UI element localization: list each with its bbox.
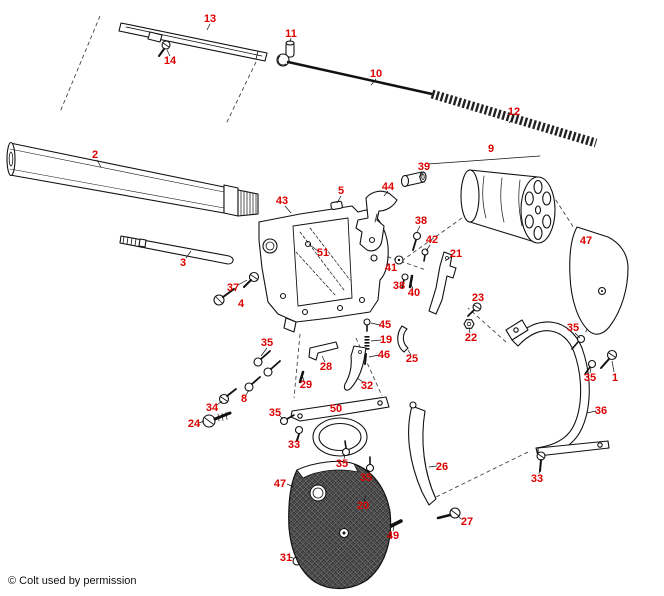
part-33-screw-butt — [536, 451, 546, 472]
part-13-ejector-housing — [118, 22, 268, 62]
part-45-screw — [363, 318, 371, 332]
part-42-pin — [421, 248, 429, 262]
part-9-cylinder — [427, 155, 556, 244]
part-35-screw-strap-mid — [584, 359, 597, 375]
part-41-roller — [394, 255, 404, 265]
part-37-screw — [243, 271, 260, 288]
part-26-mainspring — [408, 401, 437, 506]
part-21-hand — [428, 251, 457, 315]
part-35-screw-bottom — [365, 456, 375, 473]
part-46-pin — [364, 353, 367, 365]
part-29-pin — [298, 370, 305, 384]
copyright-text: © Colt used by permission — [8, 575, 137, 587]
part-35-screw-guard-front — [279, 414, 295, 426]
part-1-screw — [600, 349, 618, 369]
part-47-grip-panel — [569, 226, 629, 335]
part-25-sear — [397, 325, 409, 353]
part-14-screw — [158, 40, 171, 57]
part-32-trigger — [343, 345, 367, 391]
part-38b-screw — [401, 273, 409, 289]
part-4-screw — [213, 288, 235, 306]
part-11-clip — [285, 40, 295, 58]
part-10-ejector-rod — [276, 53, 434, 96]
part-38-screw — [412, 231, 422, 251]
part-35-screws-left — [253, 350, 281, 377]
part-23-screw — [467, 302, 482, 317]
part-5-pin — [330, 200, 343, 211]
part-40-pin — [408, 274, 414, 289]
part-24-screw — [202, 411, 232, 428]
part-27-screw — [436, 507, 461, 520]
part-8-screw — [244, 376, 261, 392]
part-2-barrel — [6, 141, 259, 217]
label-leader-lines — [96, 23, 615, 559]
part-39-bushing — [400, 171, 427, 188]
part-22-nut — [463, 319, 475, 329]
part-33-screw-guard — [294, 425, 304, 442]
part-35-screw-guard-rear — [341, 440, 351, 457]
part-12-ejector-spring — [430, 89, 598, 148]
part-43-frame — [258, 205, 389, 333]
part-36-backstrap — [505, 319, 610, 457]
part-50-trigger-guard — [290, 396, 390, 457]
part-28-spring — [308, 341, 339, 361]
assembly-dashed-lines — [59, 15, 601, 501]
part-3-base-pin — [119, 235, 234, 265]
part-44-hammer — [355, 190, 398, 252]
part-47-grip — [288, 460, 392, 590]
